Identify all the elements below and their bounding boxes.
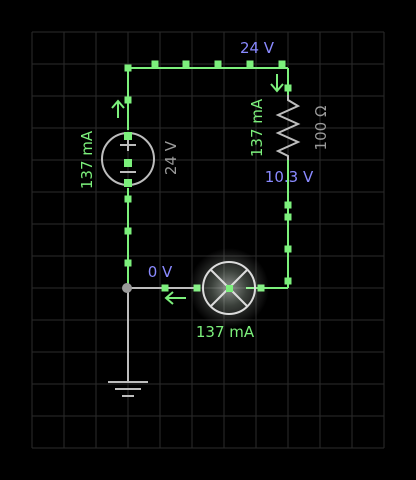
lamp[interactable] — [189, 248, 269, 328]
source-current-arrow-icon — [111, 99, 125, 118]
resistor-value-label: 100 Ω — [312, 106, 330, 151]
current-dot — [284, 277, 292, 285]
source-voltage-label: 24 V — [162, 140, 180, 175]
current-dot — [151, 60, 159, 68]
current-dot — [124, 259, 132, 267]
ground-icon[interactable] — [108, 381, 148, 397]
current-dot — [284, 213, 292, 221]
lamp-current-label: 137 mA — [196, 323, 255, 341]
junction-node[interactable] — [122, 283, 132, 293]
current-dot — [278, 60, 286, 68]
current-dot — [284, 245, 292, 253]
current-dot — [246, 60, 254, 68]
current-dot — [124, 96, 132, 104]
current-dot — [124, 195, 132, 203]
top-voltage-label: 24 V — [240, 39, 275, 57]
current-dot — [161, 284, 169, 292]
resistor-bottom-voltage-label: 10.3 V — [265, 168, 314, 186]
resistor[interactable] — [275, 95, 301, 160]
current-dot — [124, 64, 132, 72]
voltage-source[interactable] — [101, 132, 155, 187]
resistor-current-arrow-icon — [270, 74, 284, 93]
lamp-current-arrow-icon — [164, 291, 186, 305]
current-dot — [214, 60, 222, 68]
ground-voltage-label: 0 V — [148, 263, 173, 281]
current-dot — [182, 60, 190, 68]
current-dot — [284, 84, 292, 92]
resistor-current-label: 137 mA — [248, 98, 266, 157]
source-current-label: 137 mA — [78, 130, 96, 189]
current-dot — [124, 227, 132, 235]
grid — [31, 31, 385, 449]
current-dot — [284, 201, 292, 209]
